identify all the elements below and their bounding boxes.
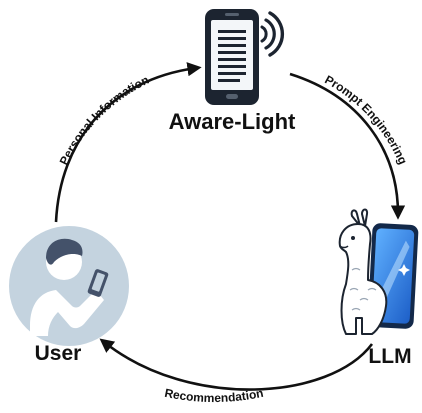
edge-label-app-to-llm: Prompt Engineering (322, 72, 410, 166)
user-label: User (35, 342, 82, 365)
edge-label-llm-to-user: Recommendation (163, 386, 264, 405)
edge-label-user-to-app: Personal Information (57, 73, 152, 168)
user-node: User (9, 226, 129, 365)
aware-light-label: Aware-Light (169, 109, 296, 134)
llm-label: LLM (368, 345, 411, 368)
llama-phone-icon (338, 208, 419, 335)
user-with-phone-icon (9, 226, 129, 346)
aware-light-node: Aware-Light (169, 9, 296, 134)
llm-node: LLM (338, 208, 419, 368)
edge-llm-to-user (99, 338, 374, 391)
smartphone-signal-icon (205, 9, 285, 105)
edge-app-to-llm (289, 72, 406, 220)
edge-user-to-app (54, 62, 202, 223)
